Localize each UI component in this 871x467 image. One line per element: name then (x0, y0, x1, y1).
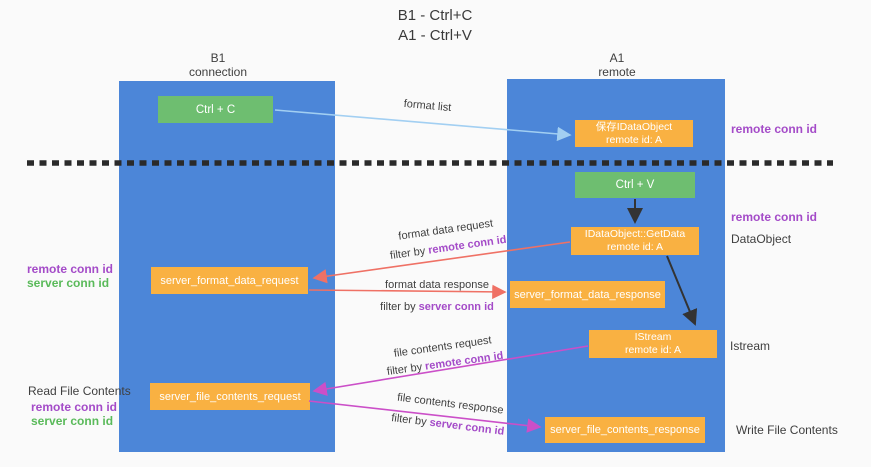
node-save-idataobject-line2: remote id: A (605, 133, 663, 146)
node-istream: IStream remote id: A (589, 330, 717, 358)
edge-label-format-data-request: format data request filter by remote con… (384, 213, 510, 266)
filter-by-text: filter by (390, 412, 431, 429)
annotation-remote-conn-id-top: remote conn id (731, 122, 818, 136)
title-line-1: B1 - Ctrl+C (397, 7, 473, 24)
node-idataobject-getdata: IDataObject::GetData remote id: A (571, 227, 699, 255)
node-ctrl-v-label: Ctrl + V (615, 179, 655, 191)
node-server-file-contents-request-label: server_file_contents_request (159, 390, 301, 403)
node-server-format-data-response: server_format_data_response (510, 281, 665, 308)
annotation-remote-conn-id-mid: remote conn id (731, 210, 818, 224)
node-server-file-contents-response: server_file_contents_response (545, 417, 705, 443)
title-line-2: A1 - Ctrl+V (398, 27, 472, 44)
server-conn-id-key: server conn id (418, 301, 494, 313)
node-server-format-data-request: server_format_data_request (151, 267, 308, 294)
node-server-format-data-response-label: server_format_data_response (514, 288, 661, 301)
format-data-response-filter: filter by server conn id (374, 296, 500, 318)
server-conn-id-key: server conn id (428, 416, 505, 438)
annotation-left-remote-conn-id-2: remote conn id (31, 400, 118, 414)
node-save-idataobject-line1: 保存IDataObject (595, 120, 673, 133)
annotation-left-server-conn-id-2: server conn id (31, 414, 114, 428)
node-ctrl-v: Ctrl + V (575, 172, 695, 198)
filter-by-text: filter by (386, 360, 426, 379)
node-getdata-line1: IDataObject::GetData (584, 228, 686, 240)
node-ctrl-c: Ctrl + C (158, 96, 273, 123)
annotation-left-server-conn-id-1: server conn id (27, 276, 110, 290)
edge-label-file-contents-request: file contents request filter by remote c… (381, 331, 507, 382)
lifeline-header-b1: B1 connection (168, 51, 268, 79)
lifeline-a1-name: A1 (609, 51, 625, 65)
diagram-title: B1 - Ctrl+C A1 - Ctrl+V (335, 6, 535, 46)
lifeline-b1-role: connection (188, 65, 248, 79)
lifeline-a1-role: remote (598, 65, 636, 79)
node-getdata-line2: remote id: A (606, 241, 664, 253)
edge-label-file-contents-response: file contents response filter by server … (381, 386, 517, 444)
lifeline-header-a1: A1 remote (567, 51, 667, 79)
node-istream-line2: remote id: A (624, 344, 682, 356)
annotation-write-file-contents: Write File Contents (736, 423, 838, 437)
annotation-left-remote-conn-id-1: remote conn id (27, 262, 114, 276)
format-data-response-text: format data response (385, 279, 489, 291)
edge-label-format-data-response: format data response filter by server co… (374, 274, 500, 318)
node-ctrl-c-label: Ctrl + C (195, 103, 236, 116)
format-list-text: format list (403, 97, 452, 115)
node-save-idataobject: 保存IDataObject remote id: A (575, 120, 693, 147)
node-server-file-contents-request: server_file_contents_request (150, 383, 310, 410)
annotation-read-file-contents: Read File Contents (28, 384, 131, 398)
node-istream-line1: IStream (634, 331, 672, 343)
annotation-istream: Istream (730, 339, 771, 353)
edge-label-format-list: format list (390, 97, 466, 115)
filter-by-text: filter by (389, 244, 430, 263)
node-server-format-data-request-label: server_format_data_request (160, 274, 299, 287)
lifeline-b1-name: B1 (210, 51, 226, 65)
node-server-file-contents-response-label: server_file_contents_response (550, 424, 700, 436)
annotation-dataobject: DataObject (731, 232, 792, 246)
filter-by-text: filter by (380, 301, 419, 313)
